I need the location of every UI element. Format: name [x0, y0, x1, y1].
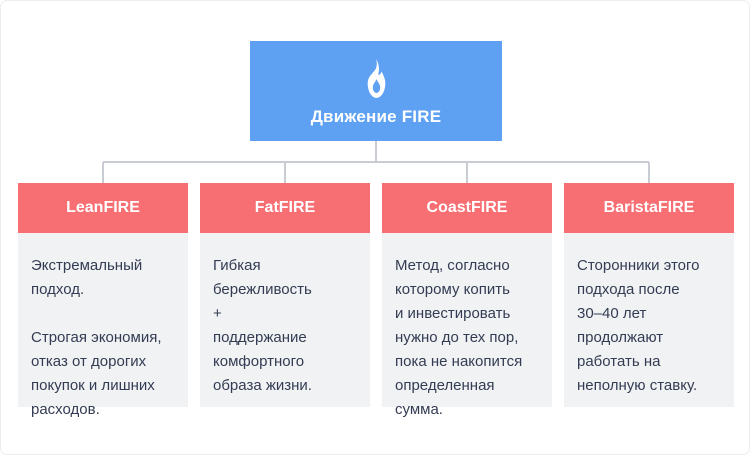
root-node-fire-movement: Движение FIRE [250, 41, 502, 141]
branch-label: CoastFIRE [426, 199, 508, 216]
branch-description: Экстремальный подход. Строгая экономия, … [31, 257, 162, 418]
branch-description: Метод, согласно которому копить и инвест… [395, 257, 523, 418]
flame-icon-path [367, 59, 385, 98]
branch-card-fatfire: FatFIRE Гибкая бережливость + поддержани… [200, 183, 370, 407]
branch-header-coastfire: CoastFIRE [382, 183, 552, 233]
branch-body-coastfire: Метод, согласно которому копить и инвест… [382, 233, 552, 418]
branch-label: LeanFIRE [66, 199, 140, 216]
branch-header-leanfire: LeanFIRE [18, 183, 188, 233]
connector-path [102, 141, 650, 183]
root-node-title: Движение FIRE [310, 107, 442, 126]
branch-card-baristafire: BaristaFIRE Сторонники этого подхода пос… [564, 183, 734, 407]
branch-description: Гибкая бережливость + поддержание комфор… [213, 257, 312, 394]
branch-card-leanfire: LeanFIRE Экстремальный подход. Строгая э… [18, 183, 188, 418]
branch-description: Сторонники этого подхода после 30–40 лет… [577, 257, 700, 394]
branch-card-coastfire: CoastFIRE Метод, согласно которому копит… [382, 183, 552, 418]
branch-body-leanfire: Экстремальный подход. Строгая экономия, … [18, 233, 188, 418]
branch-body-fatfire: Гибкая бережливость + поддержание комфор… [200, 233, 370, 407]
branch-label: BaristaFIRE [603, 199, 695, 216]
branch-header-fatfire: FatFIRE [200, 183, 370, 233]
branch-label: FatFIRE [254, 199, 316, 216]
branch-body-baristafire: Сторонники этого подхода после 30–40 лет… [564, 233, 734, 407]
branch-header-baristafire: BaristaFIRE [564, 183, 734, 233]
flame-icon [367, 59, 385, 98]
